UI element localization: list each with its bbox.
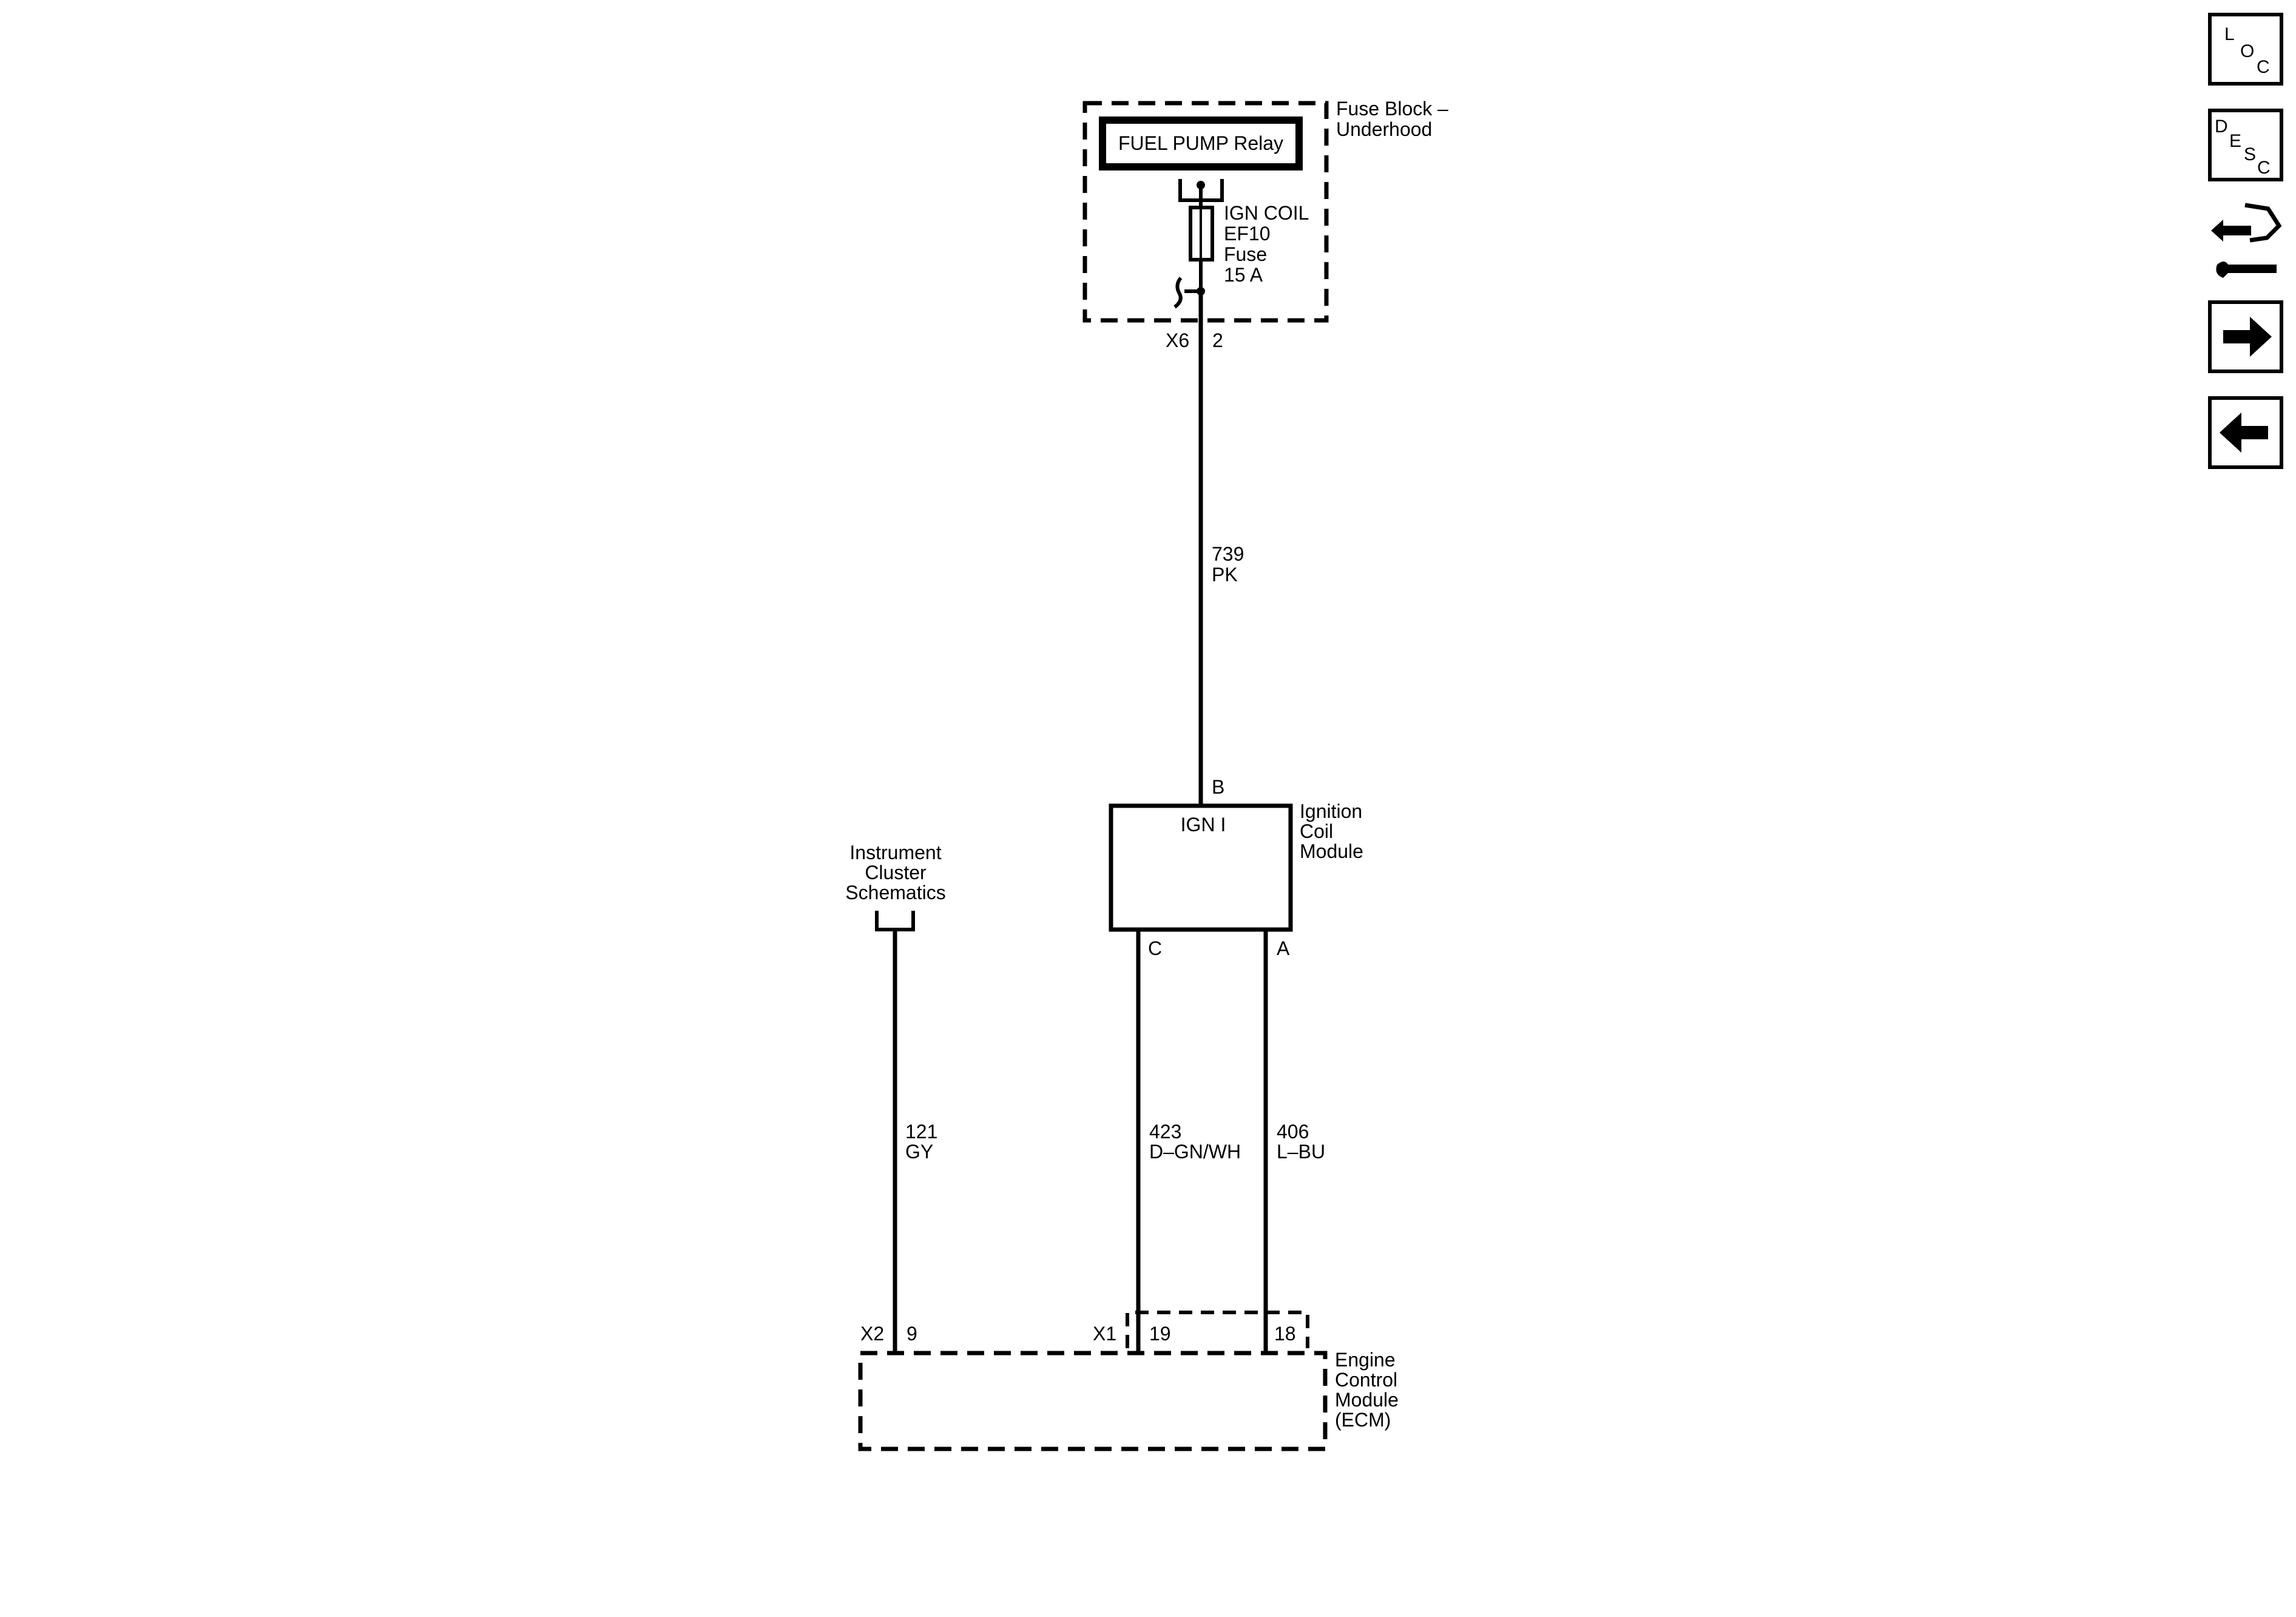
coil-module-name-line1: Ignition bbox=[1300, 800, 1362, 822]
instrument-cluster-reference: Instrument Cluster Schematics bbox=[845, 842, 946, 931]
ecm-x1-connector: X1 bbox=[1093, 1323, 1116, 1345]
side-nav: L O C D E S C bbox=[2208, 13, 2283, 469]
ecm-name-line1: Engine bbox=[1335, 1349, 1396, 1371]
wire-739-circuit: 739 bbox=[1212, 543, 1244, 565]
wire-739-color: PK bbox=[1212, 564, 1238, 586]
fuse-block-title-line2: Underhood bbox=[1336, 118, 1432, 140]
wire-423-color: D–GN/WH bbox=[1149, 1141, 1241, 1163]
loc-button[interactable]: L O C bbox=[2208, 13, 2283, 86]
fuse-block-outline bbox=[1082, 101, 1329, 323]
coil-module-pin-b: B bbox=[1212, 776, 1224, 798]
loc-letter-c: C bbox=[2257, 57, 2270, 77]
instrument-cluster-line2: Cluster bbox=[865, 862, 927, 883]
ecm-x2-connector: X2 bbox=[860, 1323, 884, 1345]
fuse-terminal-hook bbox=[1173, 277, 1201, 309]
ignition-coil-module-box bbox=[1109, 803, 1293, 932]
connector-wrench-icon-wrench[interactable] bbox=[2216, 262, 2277, 278]
arrow-right-icon[interactable] bbox=[2223, 317, 2272, 357]
wire-121-circuit: 121 bbox=[905, 1121, 937, 1143]
ign-i-label: IGN I bbox=[1181, 814, 1226, 836]
ecm-x1-pin-18: 18 bbox=[1274, 1323, 1296, 1345]
wire-121-color: GY bbox=[905, 1141, 933, 1163]
instrument-cluster-bracket bbox=[875, 911, 915, 931]
desc-letter-c: C bbox=[2257, 158, 2271, 178]
coil-module-pin-a: A bbox=[1277, 937, 1290, 959]
desc-letter-e: E bbox=[2229, 131, 2241, 151]
prev-button[interactable] bbox=[2208, 396, 2283, 469]
fuse-label-line4: 15 A bbox=[1224, 264, 1263, 286]
fuse-block-connector-x6: X6 bbox=[1166, 329, 1189, 351]
wire-406-circuit: 406 bbox=[1277, 1121, 1309, 1143]
wire-121-gy: 121 GY bbox=[893, 930, 937, 1354]
fuel-pump-relay-box bbox=[1099, 116, 1303, 170]
coil-module-name-line2: Coil bbox=[1300, 820, 1333, 842]
wire-406-color: L–BU bbox=[1277, 1141, 1325, 1163]
coil-module-name-line3: Module bbox=[1300, 840, 1363, 862]
fuse-label-line3: Fuse bbox=[1224, 243, 1267, 265]
arrow-left-icon[interactable] bbox=[2220, 413, 2268, 453]
instrument-cluster-line1: Instrument bbox=[849, 842, 941, 863]
connector-wrench-icon[interactable] bbox=[2211, 203, 2282, 278]
wire-423-dgn-wh: 423 D–GN/WH bbox=[1136, 930, 1241, 1354]
ecm-x1-pin-19: 19 bbox=[1149, 1323, 1171, 1345]
fuse-label-line2: EF10 bbox=[1224, 223, 1270, 245]
ecm-name-line3: Module bbox=[1335, 1389, 1399, 1411]
ignition-coil-module: B IGN I Ignition Coil Module C A bbox=[1109, 776, 1363, 959]
wire-423-circuit: 423 bbox=[1149, 1121, 1181, 1143]
fuse-block-pin-2: 2 bbox=[1212, 329, 1223, 351]
fuse-block-title-line1: Fuse Block – bbox=[1336, 98, 1448, 120]
connector-wrench-icon-arrow[interactable] bbox=[2211, 220, 2251, 241]
wire-739-pk: 739 PK bbox=[1198, 291, 1244, 804]
fuse-block-underhood: Fuse Block – Underhood FUEL PUMP Relay I… bbox=[1082, 98, 1448, 351]
connector-wrench-icon-outline[interactable] bbox=[2244, 203, 2282, 243]
loc-letter-o: O bbox=[2240, 41, 2254, 61]
next-button[interactable] bbox=[2208, 300, 2283, 373]
ecm-outline bbox=[858, 1351, 1328, 1451]
desc-button[interactable]: D E S C bbox=[2208, 109, 2283, 181]
ecm-x2-pin-9: 9 bbox=[907, 1323, 917, 1345]
instrument-cluster-line3: Schematics bbox=[845, 882, 945, 903]
ecm-name-line4: (ECM) bbox=[1335, 1409, 1391, 1431]
loc-letter-l: L bbox=[2224, 24, 2235, 44]
fuse-label-line1: IGN COIL bbox=[1224, 202, 1309, 224]
loc-button-frame[interactable] bbox=[2208, 13, 2283, 86]
desc-letter-d: D bbox=[2215, 116, 2228, 137]
coil-module-pin-c: C bbox=[1148, 937, 1162, 959]
wire-406-l-bu: 406 L–BU bbox=[1263, 930, 1325, 1354]
desc-button-frame[interactable] bbox=[2208, 109, 2283, 181]
fuel-pump-relay-label: FUEL PUMP Relay bbox=[1118, 132, 1283, 154]
ecm-name-line2: Control bbox=[1335, 1369, 1397, 1391]
engine-control-module: X2 9 X1 19 18 Engine Control Module (ECM… bbox=[858, 1311, 1399, 1451]
desc-letter-s: S bbox=[2244, 144, 2256, 164]
